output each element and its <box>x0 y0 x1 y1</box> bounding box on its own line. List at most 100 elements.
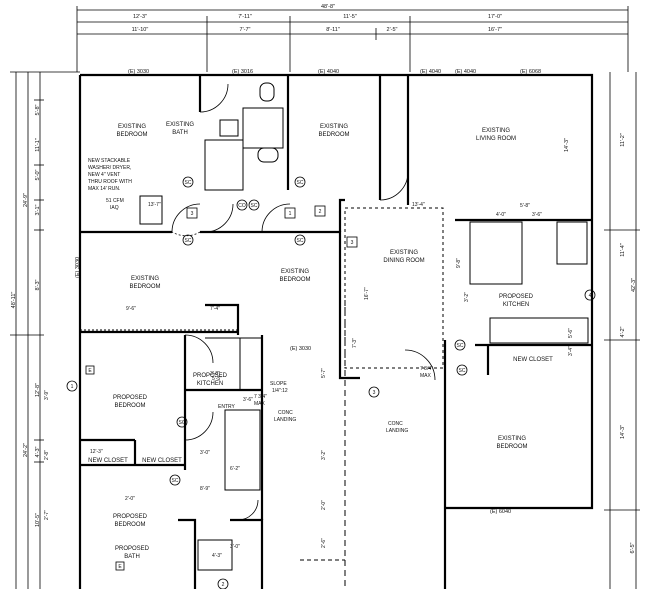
window-tag-5: (E) 4040 <box>455 69 476 75</box>
sc-label-8: SC <box>459 368 466 374</box>
dim-interior-4: 3'-6" <box>532 212 542 218</box>
room-bed-nw-line2: BEDROOM <box>116 132 147 138</box>
room-bed-c-line2: BEDROOM <box>279 277 310 283</box>
window-tag-1: (E) 3030 <box>128 69 149 75</box>
symbols: SC SC CO SC SC SC SC SC SC SC 3 3 1 2 1 … <box>66 176 596 589</box>
room-bed-sw2-line2: BEDROOM <box>114 522 145 528</box>
note-washer-5: MAX 14' RUN. <box>88 186 120 192</box>
dim-interior-28: 8'-9" <box>200 486 210 492</box>
room-bed-nw-line1: EXISTING <box>118 124 146 130</box>
smoke-detector-icon <box>182 176 194 188</box>
tag-3-circle <box>368 386 380 398</box>
dim-interior-16: 3'-0" <box>230 544 240 550</box>
dim-left-seg-6: 12'-8" <box>35 383 41 397</box>
tag-label-1a: 1 <box>289 211 292 217</box>
dim-right-6: 6'-5" <box>630 542 636 553</box>
dim-second-2: 7'-7" <box>240 27 251 33</box>
dim-interior-8: 7'-4" <box>210 306 220 312</box>
dim-right-3: 11'-4" <box>620 243 626 257</box>
tag-label-3c: 3 <box>373 390 376 396</box>
dim-interior-15: 4'-3" <box>212 553 222 559</box>
dim-interior-29: 5'-5" <box>212 376 222 382</box>
dim-top-4: 17'-0" <box>488 14 502 20</box>
dim-left-seg-3: 5'-0" <box>35 169 41 180</box>
dim-left-seg-1: 5'-8" <box>35 104 41 115</box>
tag-label-2b: 2 <box>222 582 225 588</box>
smoke-detector-icon <box>456 364 468 376</box>
note-max-w-1: 7 3/4" <box>254 394 267 400</box>
note-max-e-1: 7 3/4" <box>420 366 433 372</box>
smoke-detector-icon <box>169 474 181 486</box>
dim-second-4: 2'-5" <box>387 27 398 33</box>
dim-right-4: 4'-2" <box>620 326 626 337</box>
dim-interior-20: 2'-6" <box>321 538 327 548</box>
note-washer-3: NEW 4" VENT <box>88 172 120 178</box>
smoke-detector-icon <box>294 176 306 188</box>
dim-interior-21: 5'-6" <box>568 328 574 338</box>
note-max-e-2: MAX <box>420 373 432 379</box>
tag-label-3a: 3 <box>191 211 194 217</box>
tag-label-2a: 2 <box>319 209 322 215</box>
tag-label-3b: 3 <box>351 240 354 246</box>
dim-interior-9: 16'-7" <box>364 287 370 300</box>
note-slope-1: SLOPE <box>270 381 287 387</box>
room-labels: EXISTING BEDROOM EXISTING BATH EXISTING … <box>88 122 553 560</box>
dim-interior-25: 2'-7" <box>44 510 50 520</box>
dim-left-seg-2: 11'-1" <box>35 138 41 152</box>
dim-interior-23: 3'-9" <box>44 390 50 400</box>
dim-top-1: 12'-3" <box>133 14 147 20</box>
tag-2-box <box>314 205 326 217</box>
note-slope-2: 1/4":12 <box>272 388 288 394</box>
tag-4-circle <box>584 289 596 301</box>
sc-label-2: SC <box>185 238 192 244</box>
dim-top-3: 11'-5" <box>343 14 357 20</box>
note-landing-e-2: LANDING <box>386 428 408 434</box>
window-tag-8: (E) 3030 <box>290 346 311 352</box>
tag-label-1b: 1 <box>71 384 74 390</box>
dim-right-1: 11'-2" <box>620 133 626 147</box>
tag-1-box <box>284 207 296 219</box>
dimension-lines <box>10 6 640 589</box>
room-new-closet-e: NEW CLOSET <box>513 357 553 363</box>
room-dining-line1: EXISTING <box>390 250 418 256</box>
dim-left-lower: 24'-2" <box>23 443 29 457</box>
room-bath-line1: EXISTING <box>166 122 194 128</box>
door-swings <box>171 83 436 521</box>
smoke-detector-icon <box>248 199 260 211</box>
dim-interior-3: 4'-0" <box>496 212 506 218</box>
dim-left-seg-7: 4'-3" <box>35 446 41 457</box>
room-bath-line2: BATH <box>172 130 188 136</box>
dim-interior-5: 9'-8" <box>456 258 462 268</box>
dim-second-5: 16'-7" <box>488 27 502 33</box>
dim-interior-17: 5'-7" <box>321 368 327 378</box>
smoke-detector-icon <box>454 339 466 351</box>
room-bed-n-line2: BEDROOM <box>318 132 349 138</box>
room-dining-line2: DINING ROOM <box>383 258 424 264</box>
fixture-e-box <box>115 561 125 571</box>
tag-label-4: 4 <box>589 293 592 299</box>
dim-interior-7: 9'-6" <box>126 306 136 312</box>
sc-label-4: SC <box>297 180 304 186</box>
smoke-detector-icon <box>294 234 306 246</box>
co-detector-icon <box>236 199 248 211</box>
room-new-closet-w1: NEW CLOSET <box>88 458 128 464</box>
tag-1-circle <box>66 380 78 392</box>
dim-interior-18: 3'-2" <box>321 450 327 460</box>
dim-interior-1: 13'-4" <box>412 202 425 208</box>
room-kitchen-e-line1: PROPOSED <box>499 294 534 300</box>
sc-label-1: SC <box>185 180 192 186</box>
dim-interior-27: 3'-8" <box>210 371 220 377</box>
window-tags: (E) 3030 (E) 3016 (E) 4040 (E) 4040 (E) … <box>75 69 541 515</box>
dim-interior-6: 3'-2" <box>464 292 470 302</box>
dim-top-2: 7'-11" <box>238 14 252 20</box>
sc-label-3: SC <box>251 203 258 209</box>
tag-3-box <box>186 207 198 219</box>
room-new-closet-w2: NEW CLOSET <box>142 458 182 464</box>
note-cfm-2: IAQ <box>110 205 119 211</box>
dim-right-2: 14'-3" <box>564 138 570 152</box>
note-landing-w-2: LANDING <box>274 417 296 423</box>
sc-label-7: SC <box>172 478 179 484</box>
room-bed-sw1-line1: PROPOSED <box>113 395 148 401</box>
room-kitchen-w-line2: KITCHEN <box>197 381 223 387</box>
window-tag-6: (E) 6068 <box>520 69 541 75</box>
